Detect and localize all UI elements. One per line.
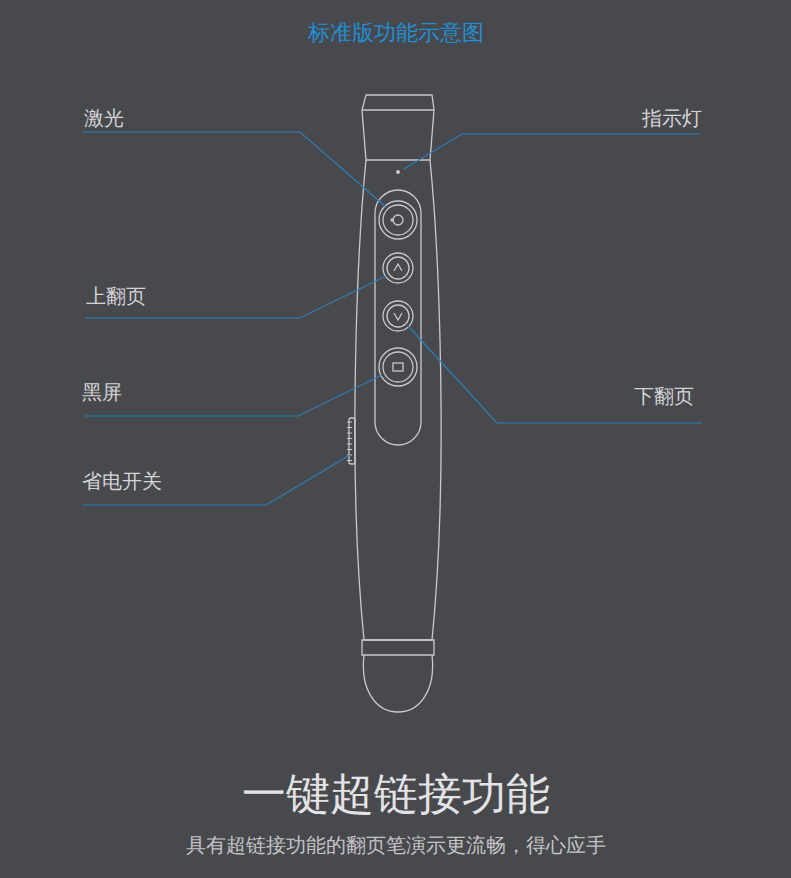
ridge [347, 460, 352, 461]
ridge [347, 433, 352, 434]
ridge [347, 438, 352, 439]
callout-label: 省电开关 [82, 469, 162, 493]
callout-label: 黑屏 [82, 380, 122, 404]
callout-label: 下翻页 [634, 384, 694, 408]
title: 标准版功能示意图 [0, 20, 791, 46]
callout-label: 上翻页 [86, 284, 146, 308]
indicator-dot [396, 170, 400, 174]
callout-label: 指示灯 [642, 106, 702, 130]
callout-label: 激光 [84, 106, 124, 130]
ridge [347, 449, 352, 450]
leader-lines [83, 132, 702, 505]
ridge [347, 422, 352, 423]
headline: 一键超链接功能 [0, 768, 791, 821]
ridge [347, 427, 352, 428]
ridge [347, 444, 352, 445]
caption: 具有超链接功能的翻页笔演示更流畅，得心应手 [0, 833, 791, 857]
